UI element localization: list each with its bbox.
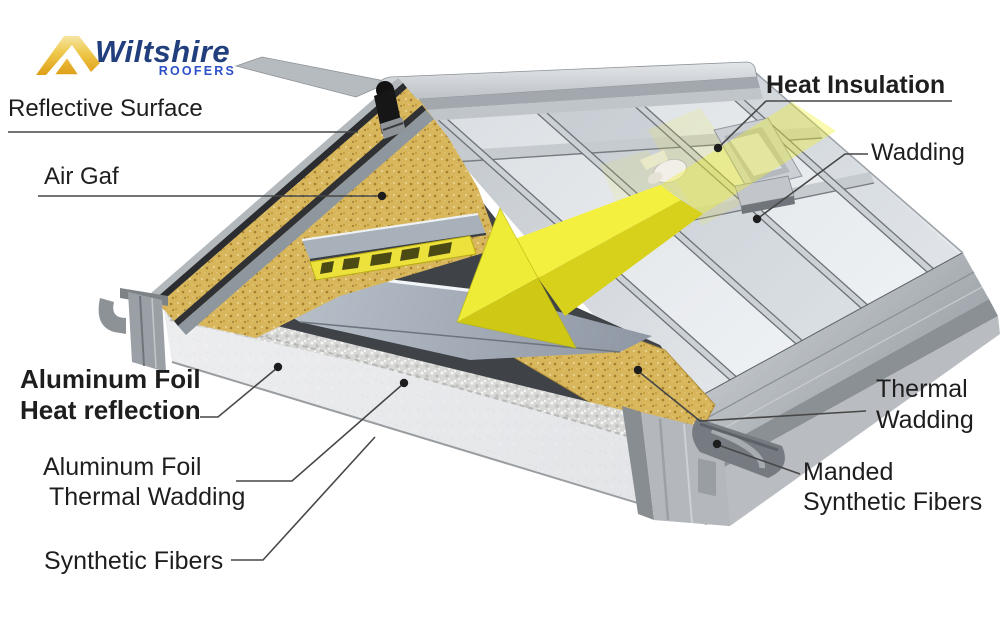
product-sticker (309, 235, 477, 281)
label-thermal-wadding: Thermal Wadding (876, 374, 974, 436)
label-line: Thermal (876, 375, 968, 403)
left-mullion-profile (98, 288, 168, 372)
label-synthetic-fibers: Synthetic Fibers (44, 547, 224, 575)
roof-logo-icon (36, 36, 100, 76)
vent-knob (640, 150, 688, 184)
label-line: Manded (803, 458, 894, 486)
gutter-channel (692, 418, 785, 478)
brand-tagline: ROOFERS (158, 64, 236, 78)
roof-hatch (713, 117, 803, 191)
label-air-gaf: Air Gaf (44, 163, 119, 190)
label-line: Thermal Wadding (49, 483, 246, 511)
label-line: Wadding (876, 406, 974, 434)
label-aluminum-foil-thermal-wadding: Aluminum Foil Thermal Wadding (43, 452, 245, 512)
rafter-edge-layers (150, 78, 434, 335)
leader-lines (8, 100, 952, 561)
label-line: Aluminum Foil (20, 364, 201, 394)
brand-logo: Wiltshire ROOFERS (0, 0, 260, 90)
heat-arrow (456, 102, 836, 349)
label-line: Heat reflection (20, 395, 201, 425)
brand-name: Wiltshire (95, 34, 231, 69)
label-line: Aluminum Foil (43, 453, 202, 481)
label-reflective-surface: Reflective Surface (8, 95, 203, 122)
label-line: Synthetic Fibers (803, 488, 983, 516)
insulation-chipboard (176, 98, 500, 338)
label-heat-insulation: Heat Insulation (766, 71, 946, 99)
corner-profile (622, 406, 785, 526)
leader-dots (273, 143, 762, 449)
ridge-gasket (374, 81, 406, 139)
label-manded-synthetic-fibers: Manded Synthetic Fibers (803, 457, 982, 517)
label-aluminum-foil-heat-reflection: Aluminum Foil Heat reflection (20, 364, 201, 426)
eave-aluminum-band (654, 253, 1000, 526)
label-wadding: Wadding (871, 139, 965, 166)
ridge-cap (377, 61, 763, 123)
